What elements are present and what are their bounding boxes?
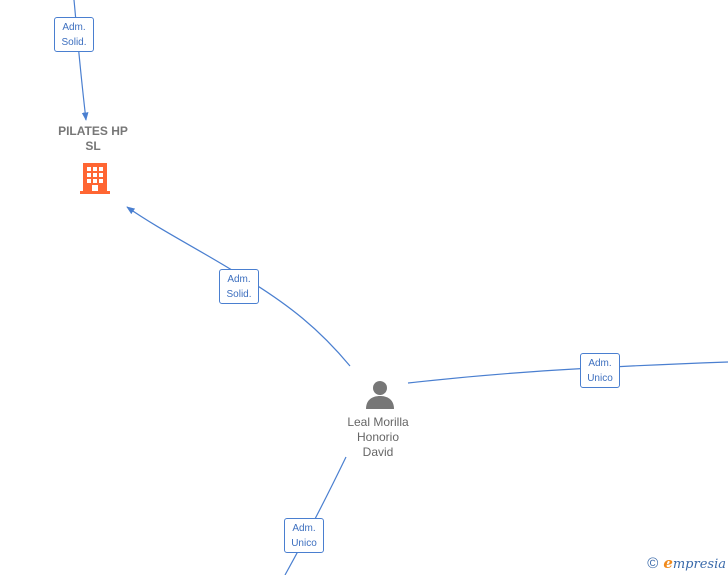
edge-label-line2: Solid. — [226, 289, 252, 300]
person-name-line1: Leal Morilla — [347, 415, 409, 429]
edge-label-adm-unico-right[interactable]: Adm. Unico — [580, 353, 620, 388]
edge-line-person-to-right — [407, 361, 728, 384]
edge-label-line2: Unico — [291, 538, 317, 549]
company-name-line2: SL — [85, 139, 101, 153]
edge-label-line1: Adm. — [588, 358, 612, 369]
company-node-label[interactable]: PILATES HP SL — [48, 124, 138, 154]
edge-label-adm-solid-top[interactable]: Adm. Solid. — [54, 17, 94, 52]
person-node-label[interactable]: Leal Morilla Honorio David — [333, 415, 423, 460]
company-name-line1: PILATES HP — [58, 124, 128, 138]
edge-line-person-to-bottom — [284, 456, 347, 575]
edge-label-adm-solid-person-company[interactable]: Adm. Solid. — [219, 269, 259, 304]
edge-label-line1: Adm. — [227, 274, 251, 285]
copyright-icon: © — [647, 554, 659, 572]
brand-logo[interactable]: empresia — [663, 554, 726, 572]
footer-brand: © empresia — [647, 554, 726, 572]
brand-rest: mpresia — [672, 557, 726, 572]
edge-label-line2: Solid. — [61, 37, 87, 48]
building-icon[interactable] — [79, 161, 111, 195]
edge-label-adm-unico-bottom[interactable]: Adm. Unico — [284, 518, 324, 553]
edge-label-line1: Adm. — [292, 523, 316, 534]
person-name-line3: David — [362, 445, 394, 459]
person-icon[interactable] — [364, 379, 396, 411]
edge-label-line1: Adm. — [62, 22, 86, 33]
person-name-line2: Honorio — [356, 430, 400, 444]
brand-initial: e — [663, 554, 673, 572]
edge-label-line2: Unico — [587, 373, 613, 384]
